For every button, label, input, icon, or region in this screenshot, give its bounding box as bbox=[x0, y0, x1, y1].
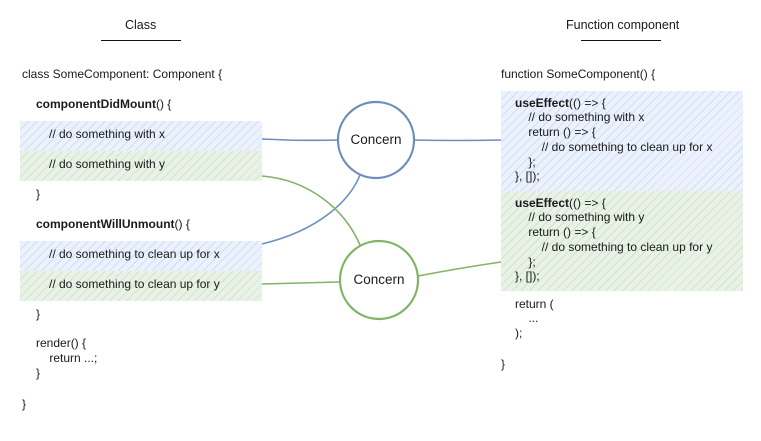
concern-y-circle bbox=[338, 239, 420, 321]
effect-x-keyword: useEffect bbox=[515, 96, 570, 110]
class-y-comment: // do something with y bbox=[49, 157, 166, 171]
function-declaration: function SomeComponent() { bbox=[501, 67, 656, 81]
effect-y-band bbox=[501, 191, 743, 291]
did-mount-line: componentDidMount() { bbox=[36, 97, 171, 111]
effect-y-keyword: useEffect bbox=[515, 196, 570, 210]
did-mount-close: } bbox=[36, 187, 41, 201]
effect-x-line3: // do something to clean up for x bbox=[515, 140, 713, 154]
effect-x-header: useEffect(() => { bbox=[515, 96, 606, 110]
effect-x-band bbox=[501, 91, 743, 191]
effect-x-line4: }; bbox=[515, 155, 536, 169]
class-close: } bbox=[22, 397, 27, 411]
link-cleanup-y-to-concern-y bbox=[261, 281, 340, 285]
effect-y-line1: // do something with y bbox=[515, 210, 645, 224]
class-x-cleanup-comment: // do something to clean up for x bbox=[49, 247, 220, 261]
class-y-cleanup-band bbox=[20, 271, 262, 301]
effect-y-line2: return () => { bbox=[515, 225, 596, 239]
concern-y-label: Concern bbox=[353, 272, 405, 287]
did-mount-name: componentDidMount bbox=[36, 97, 156, 111]
will-unmount-close: } bbox=[36, 307, 41, 321]
render-line: render() { bbox=[36, 336, 87, 350]
render-close: } bbox=[36, 366, 41, 380]
function-heading-underline bbox=[581, 40, 661, 41]
effect-x-signature: (() => { bbox=[569, 96, 606, 110]
class-x-band bbox=[20, 121, 262, 151]
class-x-comment: // do something with x bbox=[49, 127, 166, 141]
concern-x-circle bbox=[336, 100, 416, 180]
link-class-x-to-concern-x bbox=[261, 138, 340, 142]
effect-y-line5: }, []); bbox=[515, 269, 540, 283]
class-heading: Class bbox=[125, 18, 157, 32]
link-class-y-to-concern-y bbox=[261, 175, 361, 246]
class-y-cleanup-comment: // do something to clean up for y bbox=[49, 277, 220, 291]
link-concern-y-to-effect-y bbox=[417, 261, 502, 277]
link-cleanup-x-to-concern-x bbox=[261, 174, 361, 245]
effect-y-header: useEffect(() => { bbox=[515, 196, 606, 210]
will-unmount-line: componentWillUnmount() { bbox=[36, 217, 190, 231]
return-close: ); bbox=[515, 326, 523, 340]
concern-x-label: Concern bbox=[350, 132, 402, 147]
class-heading-underline bbox=[101, 40, 181, 41]
class-declaration: class SomeComponent: Component { bbox=[22, 67, 223, 81]
did-mount-signature: () { bbox=[155, 97, 172, 111]
effect-y-line4: }; bbox=[515, 255, 536, 269]
effect-x-line1: // do something with x bbox=[515, 110, 645, 124]
class-y-band bbox=[20, 151, 262, 181]
effect-y-signature: (() => { bbox=[569, 196, 606, 210]
render-return: return ...; bbox=[36, 351, 98, 365]
will-unmount-signature: () { bbox=[174, 217, 190, 231]
function-close: } bbox=[501, 357, 506, 371]
effect-x-line5: }, []); bbox=[515, 169, 540, 183]
class-x-cleanup-band bbox=[20, 241, 262, 271]
return-open: return ( bbox=[515, 297, 554, 311]
return-body: ... bbox=[515, 311, 539, 325]
effect-x-line2: return () => { bbox=[515, 125, 596, 139]
function-heading: Function component bbox=[566, 18, 680, 32]
effect-y-line3: // do something to clean up for y bbox=[515, 240, 713, 254]
will-unmount-name: componentWillUnmount bbox=[36, 217, 175, 231]
link-concern-x-to-effect-x bbox=[413, 139, 502, 142]
